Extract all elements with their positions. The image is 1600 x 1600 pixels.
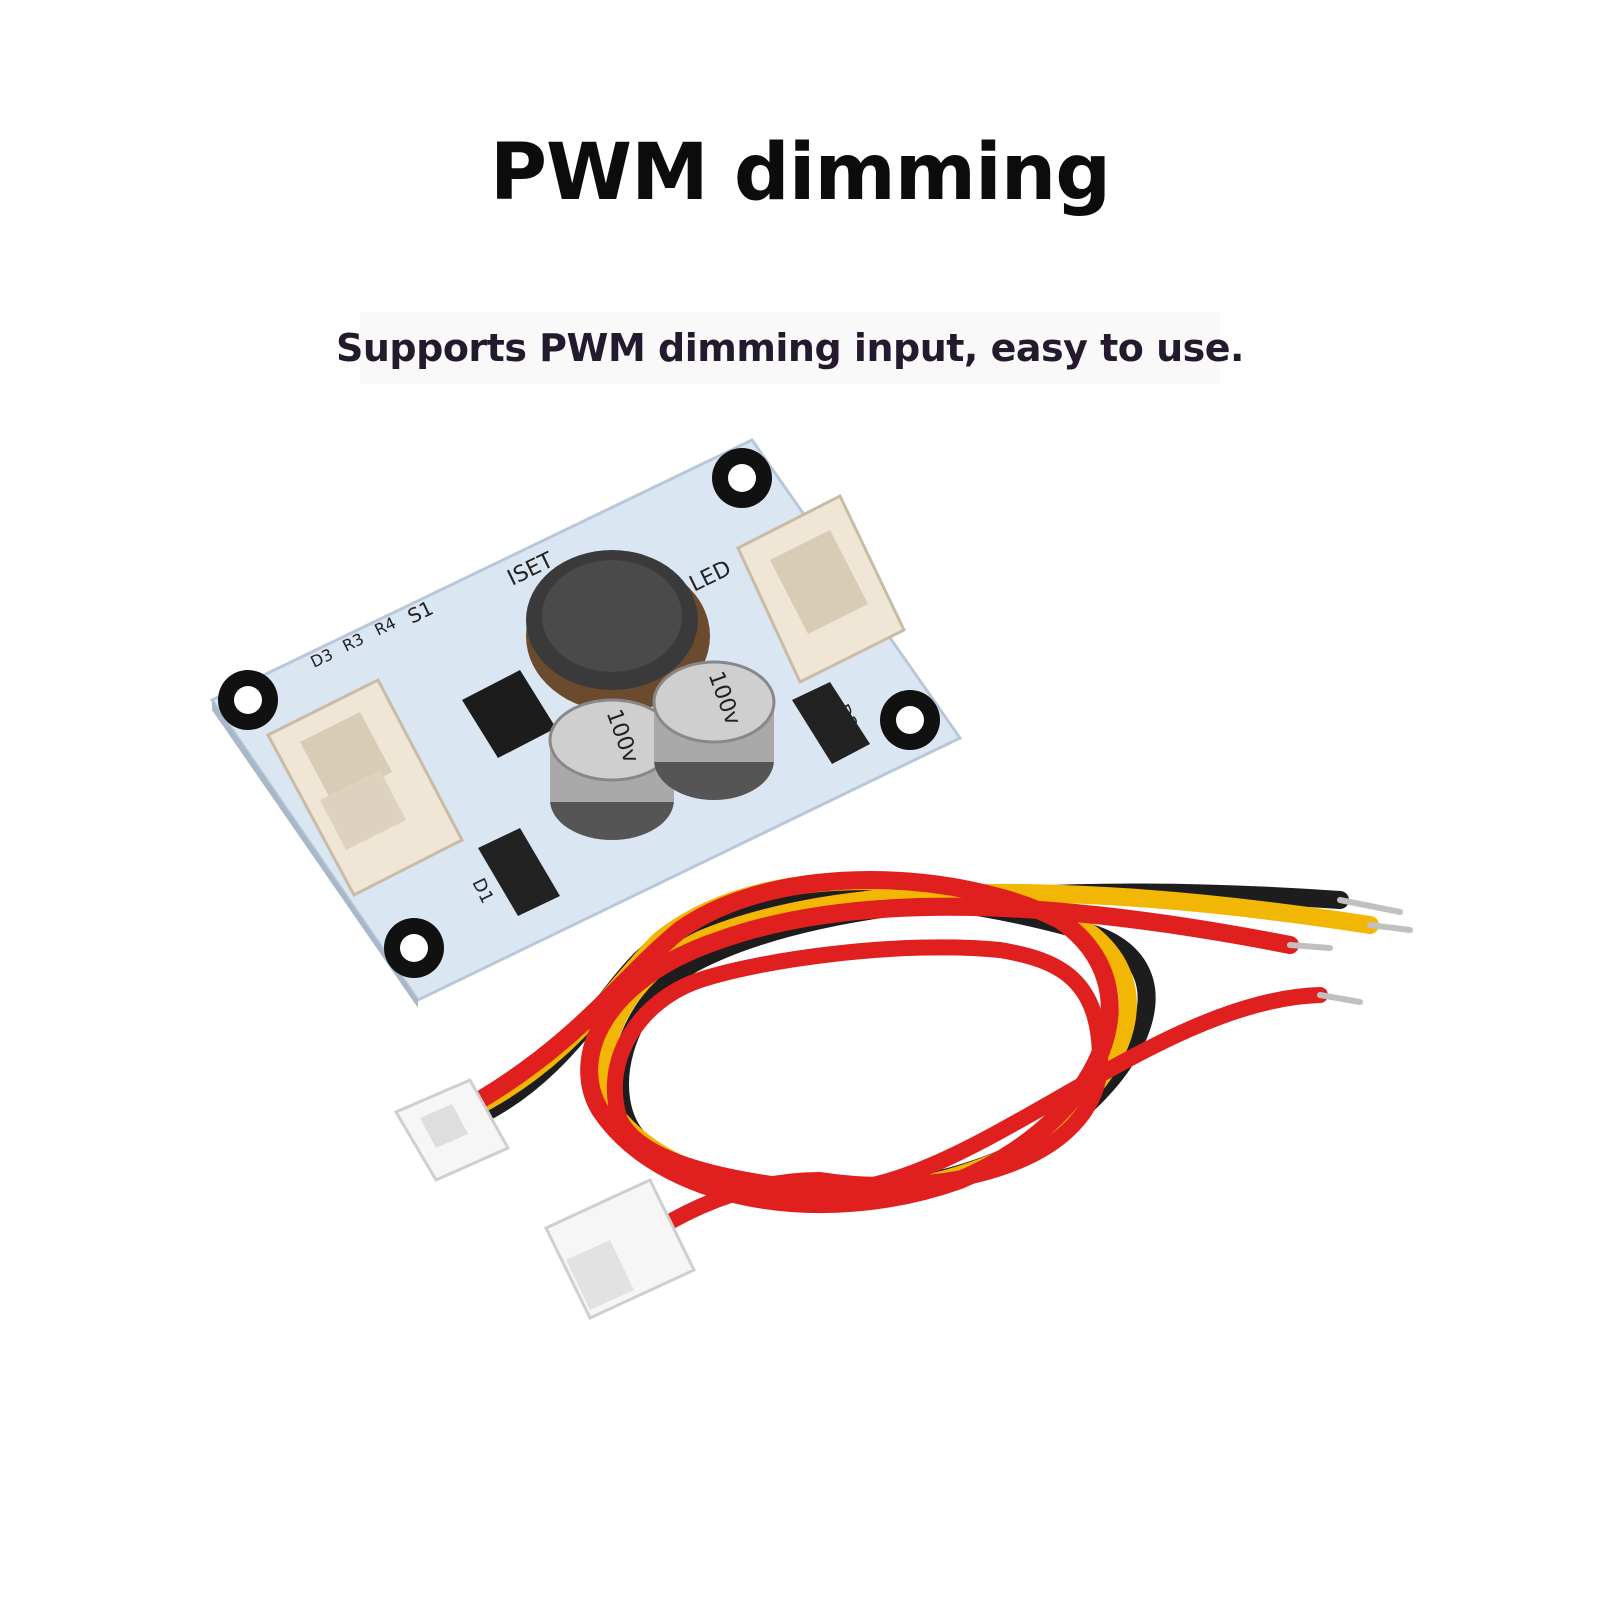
mounting-hole <box>218 670 278 730</box>
driver-ic <box>462 670 556 758</box>
wire-harness <box>461 871 1413 1248</box>
capacitor: 100v <box>652 660 776 800</box>
diode <box>792 682 870 764</box>
diode <box>478 828 560 916</box>
mounting-hole <box>384 918 444 978</box>
subtitle: Supports PWM dimming input, easy to use. <box>336 326 1245 370</box>
jst-connector <box>543 1178 697 1320</box>
subtitle-banner: Supports PWM dimming input, easy to use. <box>336 312 1245 384</box>
jst-connector <box>393 1078 511 1182</box>
mounting-hole <box>880 690 940 750</box>
inductor <box>526 550 710 712</box>
mounting-hole <box>712 448 772 508</box>
led-output-connector <box>736 493 906 685</box>
wire-red-2 <box>606 939 1328 1248</box>
capacitor: 100v <box>548 698 676 840</box>
page-title: PWM dimming <box>489 128 1111 218</box>
input-connector <box>265 678 465 898</box>
led-driver-board: 100v 100v ISET LED S1 R3 R4 D3 D1 D2 <box>209 438 963 1008</box>
